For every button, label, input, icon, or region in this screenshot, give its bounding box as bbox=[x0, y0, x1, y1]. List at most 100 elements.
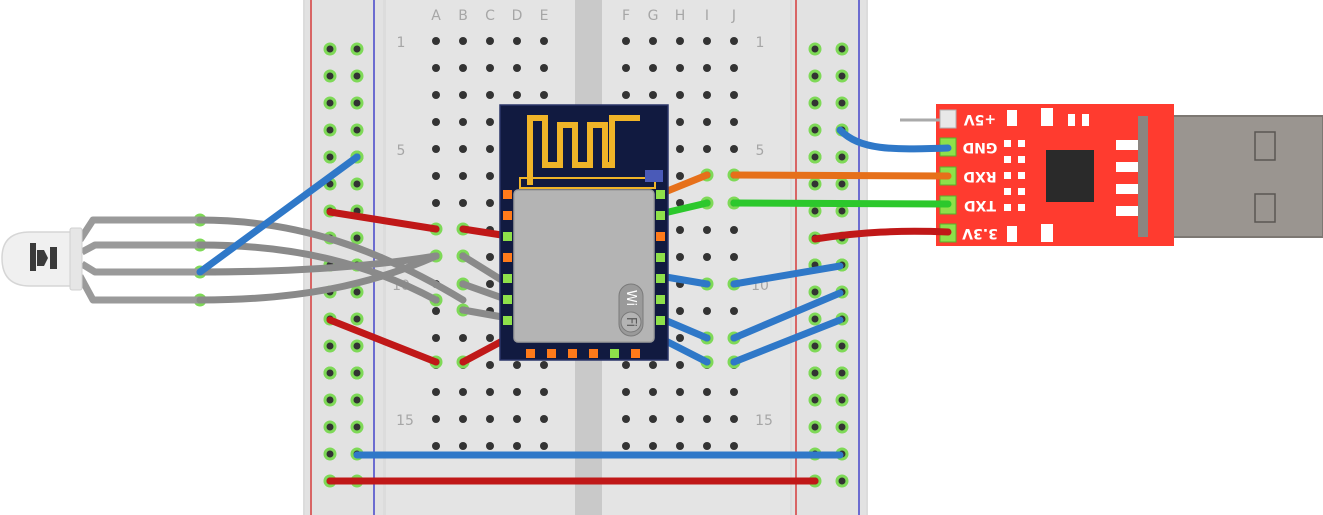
breadboard-hole bbox=[350, 96, 364, 110]
breadboard-hole bbox=[486, 361, 494, 369]
breadboard-hole bbox=[486, 280, 494, 288]
breadboard-hole bbox=[323, 123, 337, 137]
esp-pad bbox=[656, 274, 665, 283]
chip-pad bbox=[1007, 110, 1017, 126]
wire-orange-rxd bbox=[730, 171, 952, 180]
breadboard-hole bbox=[622, 442, 630, 450]
esp-pad bbox=[656, 316, 665, 325]
chip-pad bbox=[1004, 188, 1011, 195]
col-letter-d: D bbox=[512, 8, 523, 24]
breadboard-hole bbox=[676, 64, 684, 72]
breadboard-hole bbox=[350, 285, 364, 299]
breadboard-hole bbox=[808, 393, 822, 407]
breadboard-hole bbox=[459, 145, 467, 153]
breadboard-hole bbox=[513, 442, 521, 450]
wifi-badge-dot bbox=[620, 311, 642, 333]
breadboard-hole bbox=[676, 388, 684, 396]
breadboard-hole bbox=[676, 415, 684, 423]
breadboard-hole bbox=[513, 388, 521, 396]
breadboard-hole bbox=[350, 420, 364, 434]
col-letter-b: B bbox=[458, 8, 468, 24]
breadboard-hole bbox=[730, 37, 738, 45]
wire-red-left-1 bbox=[326, 208, 440, 233]
col-letter-j: J bbox=[731, 8, 736, 24]
adapter-connector-lip bbox=[1138, 116, 1148, 237]
pin-label-rxd: RXD bbox=[963, 168, 996, 184]
pin-label-5v: +5V bbox=[964, 111, 996, 127]
wire-blue-led bbox=[196, 153, 361, 276]
esp-pad bbox=[631, 349, 640, 358]
breadboard-hole bbox=[808, 96, 822, 110]
breadboard-hole bbox=[513, 415, 521, 423]
breadboard-hole bbox=[486, 388, 494, 396]
adapter-chip bbox=[1046, 150, 1094, 202]
breadboard-hole bbox=[703, 91, 711, 99]
breadboard-hole bbox=[459, 388, 467, 396]
breadboard-hole bbox=[730, 307, 738, 315]
breadboard-hole bbox=[703, 145, 711, 153]
esp-antenna bbox=[527, 115, 640, 185]
breadboard-hole bbox=[432, 334, 440, 342]
breadboard-hole bbox=[730, 388, 738, 396]
wire-blue-rail-3 bbox=[730, 316, 844, 366]
chip-pad bbox=[1004, 204, 1011, 211]
breadboard-hole bbox=[676, 37, 684, 45]
breadboard-hole bbox=[540, 388, 548, 396]
breadboard-hole bbox=[323, 420, 337, 434]
right-power-rail bbox=[792, 0, 866, 515]
breadboard-hole bbox=[730, 145, 738, 153]
breadboard-hole bbox=[703, 64, 711, 72]
row-label-5-left: 5 bbox=[397, 143, 406, 159]
breadboard-hole bbox=[350, 231, 364, 245]
breadboard-hole bbox=[486, 145, 494, 153]
breadboard-hole bbox=[540, 91, 548, 99]
breadboard-hole bbox=[323, 42, 337, 56]
breadboard-hole bbox=[835, 474, 849, 488]
esp8266-wifi-module-icon: Wi Fi bbox=[499, 104, 669, 361]
breadboard-hole bbox=[350, 312, 364, 326]
breadboard-hole bbox=[350, 69, 364, 83]
wire-blue-rail-2 bbox=[730, 289, 844, 342]
chip-pad bbox=[1116, 184, 1138, 194]
breadboard-hole bbox=[350, 123, 364, 137]
breadboard-hole bbox=[730, 442, 738, 450]
breadboard-hole bbox=[323, 150, 337, 164]
breadboard-hole bbox=[459, 118, 467, 126]
breadboard-hole bbox=[540, 415, 548, 423]
chip-pad bbox=[1007, 226, 1017, 242]
breadboard-hole bbox=[432, 172, 440, 180]
breadboard-hole bbox=[540, 37, 548, 45]
adapter-pin-labels: +5V GND RXD TXD 3.3V bbox=[962, 111, 998, 241]
wire-blue-gnd bbox=[836, 126, 952, 153]
led-die-left bbox=[30, 243, 36, 271]
breadboard-hole bbox=[703, 307, 711, 315]
breadboard-hole bbox=[649, 361, 657, 369]
row-label-1-right: 1 bbox=[756, 35, 765, 51]
col-letter-i: I bbox=[705, 8, 709, 24]
chip-pad bbox=[1018, 172, 1025, 179]
row-label-1-left: 1 bbox=[397, 35, 406, 51]
breadboard-hole bbox=[432, 199, 440, 207]
breadboard-hole bbox=[676, 253, 684, 261]
breadboard-hole bbox=[808, 285, 822, 299]
esp-pad bbox=[610, 349, 619, 358]
breadboard-hole bbox=[486, 118, 494, 126]
breadboard-hole bbox=[323, 69, 337, 83]
breadboard-hole bbox=[676, 199, 684, 207]
breadboard-hole bbox=[622, 388, 630, 396]
chip-pad bbox=[1018, 188, 1025, 195]
breadboard-hole bbox=[432, 37, 440, 45]
breadboard-hole bbox=[540, 361, 548, 369]
breadboard-hole bbox=[323, 96, 337, 110]
breadboard-hole bbox=[350, 339, 364, 353]
row-label-15-left: 15 bbox=[396, 413, 414, 429]
breadboard-hole bbox=[676, 172, 684, 180]
usb-serial-adapter: +5V GND RXD TXD 3.3V bbox=[900, 104, 1323, 246]
esp-pads bbox=[503, 190, 665, 358]
breadboard-hole bbox=[459, 37, 467, 45]
breadboard-hole bbox=[459, 172, 467, 180]
breadboard-hole bbox=[808, 204, 822, 218]
usb-connector-slot-top bbox=[1254, 131, 1276, 161]
chip-pad bbox=[1116, 206, 1138, 216]
breadboard-hole bbox=[432, 415, 440, 423]
